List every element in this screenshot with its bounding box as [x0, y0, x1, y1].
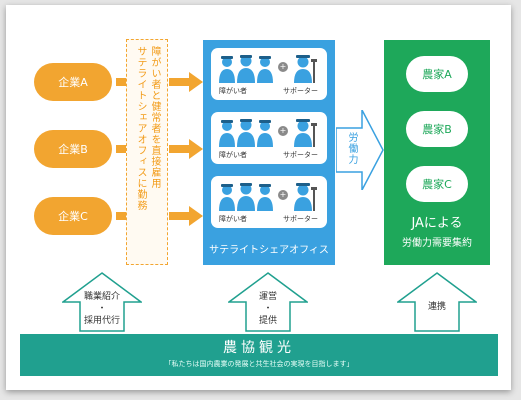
disabled-worker-label: 障がい者 — [219, 215, 247, 223]
satellite-office-box: + 障がい者 サポーター + — [203, 40, 335, 265]
bar-subtitle: 「私たちは国内農業の発展と共生社会の実現を目指します」 — [164, 360, 354, 368]
worker-team-card: + 障がい者 サポーター — [211, 176, 327, 228]
worker-team-card: + 障がい者 サポーター — [211, 112, 327, 164]
employment-note: 障がい者と健常者を直接雇用 サテライトシェアオフィスに勤務 — [135, 46, 160, 211]
labor-arrow-label: 労働力 — [346, 132, 357, 165]
supporter-icon — [294, 183, 317, 211]
plus-icon: + — [278, 190, 288, 200]
labor-arrow-icon — [336, 110, 384, 190]
supporter-icon — [294, 119, 317, 147]
farmer-b: 農家B — [406, 111, 468, 147]
up-arrow-icon — [228, 272, 308, 332]
up-arrow-label-2: 運営 ・ 提供 — [246, 291, 290, 327]
arrow-right-icon — [169, 139, 203, 159]
company-a: 企業A — [34, 63, 112, 101]
company-c: 企業C — [34, 197, 112, 235]
workers-group-icon — [219, 55, 273, 83]
company-b: 企業B — [34, 130, 112, 168]
up-arrow-label-1: 職業紹介 ・ 採用代行 — [80, 291, 124, 327]
supporter-icon — [294, 55, 317, 83]
diagram-frame: 企業A 企業B 企業C 障がい者と健常者を直接雇用 サテライトシェアオフィスに勤… — [6, 5, 511, 390]
disabled-worker-label: 障がい者 — [219, 151, 247, 159]
up-arrow-label-3: 連携 — [415, 301, 459, 313]
farmer-a: 農家A — [406, 56, 468, 92]
plus-icon: + — [278, 62, 288, 72]
ja-title: JAによる — [411, 216, 463, 231]
farmer-c: 農家C — [406, 166, 468, 202]
nokyo-kanko-bar: 農協観光 「私たちは国内農業の発展と共生社会の実現を目指します」 — [20, 334, 498, 376]
satellite-office-label: サテライトシェアオフィス — [209, 245, 329, 256]
operate-label: 運営 ・ 提供 — [258, 292, 277, 326]
plus-icon: + — [278, 126, 288, 136]
workers-group-icon — [219, 183, 273, 211]
workers-group-icon — [219, 119, 273, 147]
ja-box: 農家A 農家B 農家C JAによる 労働力需要集約 — [384, 40, 490, 265]
supporter-label: サポーター — [283, 87, 318, 95]
worker-team-card: + 障がい者 サポーター — [211, 48, 327, 100]
up-arrow-icon — [397, 272, 477, 332]
up-arrow-icon — [62, 272, 142, 332]
disabled-worker-label: 障がい者 — [219, 87, 247, 95]
cooperation-label: 連携 — [427, 302, 446, 312]
supporter-label: サポーター — [283, 215, 318, 223]
arrow-right-icon — [169, 206, 203, 226]
arrow-right-icon — [169, 72, 203, 92]
supporter-label: サポーター — [283, 151, 318, 159]
recruit-label: 職業紹介 ・ 採用代行 — [83, 292, 120, 326]
ja-subtitle: 労働力需要集約 — [402, 238, 472, 249]
bar-title: 農協観光 — [223, 340, 295, 356]
employment-note-box: 障がい者と健常者を直接雇用 サテライトシェアオフィスに勤務 — [126, 39, 168, 265]
